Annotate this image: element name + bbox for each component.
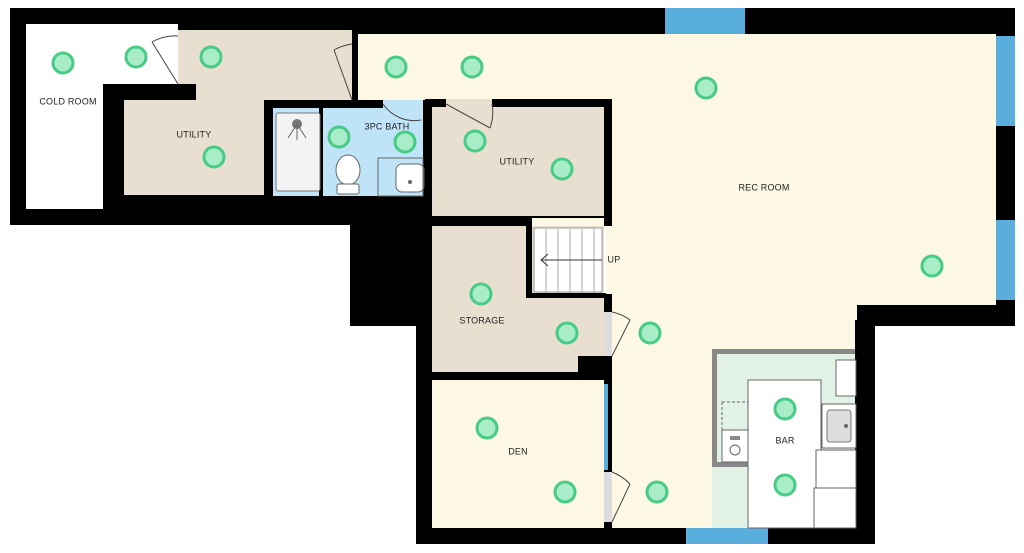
label-cold-room: COLD ROOM [39, 96, 96, 106]
doors [151, 32, 631, 523]
windows [604, 8, 1015, 544]
label-bath: 3PC BATH [365, 121, 410, 131]
window-bottom [686, 528, 768, 544]
light-marker [463, 129, 487, 153]
light-marker [553, 480, 577, 504]
floor-utility-mid [432, 107, 604, 216]
light-marker [555, 321, 579, 345]
label-storage: STORAGE [459, 315, 504, 325]
light-marker [393, 130, 417, 154]
floor-rec-room [358, 34, 996, 528]
label-rec-room: REC ROOM [738, 182, 789, 192]
light-marker [51, 51, 75, 75]
light-marker [469, 282, 493, 306]
light-marker [920, 254, 944, 278]
room-labels: COLD ROOM UTILITY 3PC BATH UTILITY REC R… [39, 96, 794, 456]
light-marker [645, 480, 669, 504]
label-den: DEN [508, 446, 528, 456]
light-marker [384, 55, 408, 79]
bath-sink-icon [395, 163, 425, 193]
label-utility-mid: UTILITY [500, 156, 535, 166]
light-marker [460, 55, 484, 79]
shower-fixture [275, 112, 321, 192]
light-markers [51, 45, 944, 504]
floor-utility-left [124, 30, 352, 195]
stairs-up-label: UP [608, 254, 621, 264]
light-marker [124, 45, 148, 69]
light-marker [694, 76, 718, 100]
light-marker [202, 145, 226, 169]
bar-fridge-icon [721, 429, 749, 463]
window-den [604, 384, 608, 470]
stairs-icon [533, 227, 603, 293]
label-utility-left: UTILITY [177, 129, 212, 139]
light-marker [638, 321, 662, 345]
fixtures: UP [275, 112, 857, 529]
label-bar: BAR [775, 435, 794, 445]
light-marker [199, 45, 223, 69]
light-marker [773, 397, 797, 421]
window-right-lower [996, 220, 1015, 300]
light-marker [475, 416, 499, 440]
floor-den [432, 380, 604, 528]
light-marker [550, 157, 574, 181]
window-right-upper [996, 36, 1015, 126]
light-marker [327, 125, 351, 149]
window-top [665, 8, 745, 34]
toilet-icon [335, 154, 361, 186]
light-marker [773, 473, 797, 497]
interior-walls [264, 99, 875, 544]
